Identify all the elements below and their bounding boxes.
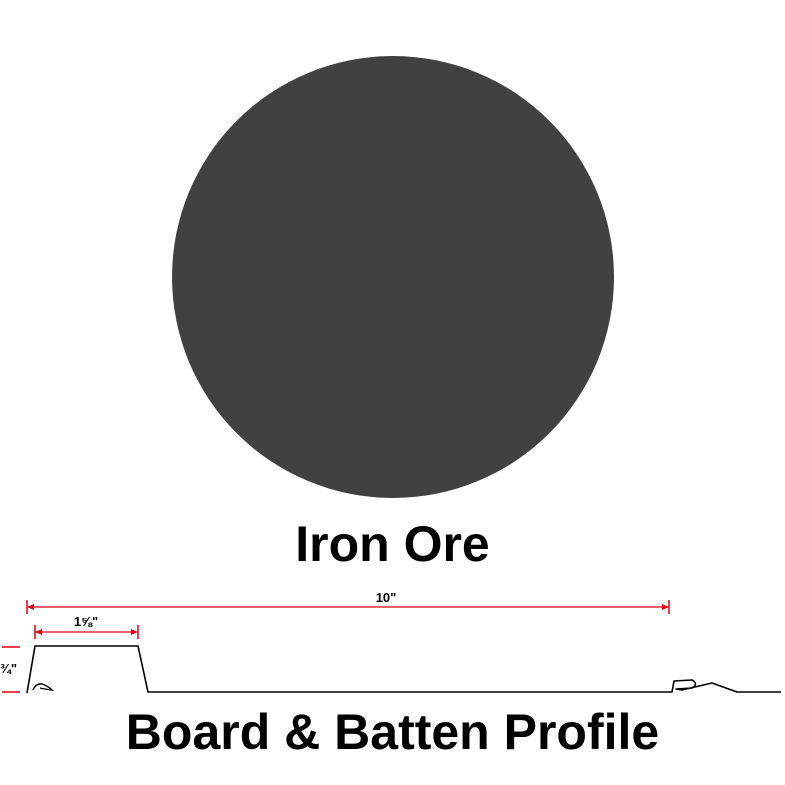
overall-width-label: 10" [376,590,397,605]
height-label: ¾" [0,661,17,676]
batten-width-dimension [34,625,139,639]
profile-title: Board & Batten Profile [125,704,660,760]
profile-diagram: 10" 1⅝" ¾" [0,590,781,694]
color-name: Iron Ore [295,516,490,572]
overall-width-dimension [26,600,670,614]
batten-width-label: 1⅝" [74,614,98,629]
panel-edge-hook [32,683,54,691]
panel-profile-line [26,645,781,694]
color-swatch [172,56,614,498]
height-dimension [2,646,20,693]
